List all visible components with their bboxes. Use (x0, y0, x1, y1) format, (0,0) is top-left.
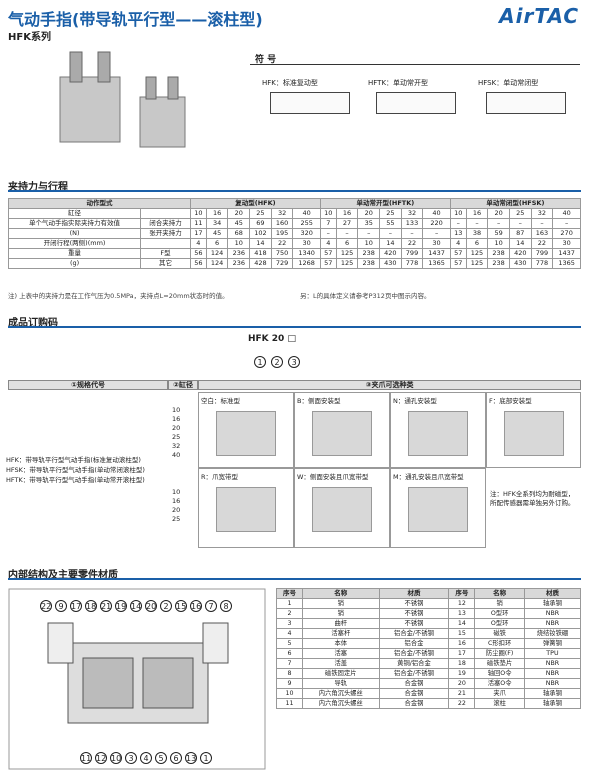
part-callout: 5 (155, 752, 167, 764)
symbol-label-hftk: HFTK：单动常开型 (368, 79, 429, 87)
part-callout: 12 (95, 752, 107, 764)
force-note-2: 另：L的具体定义请参考P312页中图示内容。 (300, 292, 431, 300)
spec-code-list: HFK：带导轨平行型气动手指(标准复动滚柱型) HFSK：带导轨平行型气动手指(… (6, 456, 145, 484)
part-callout: 13 (185, 752, 197, 764)
part-callout: 20 (145, 600, 157, 612)
order-bar-spec: ①规格代号 (8, 380, 168, 390)
order-note: 注：HFK全系列均为耐磁型，所配传感器需单独另外订购。 (490, 490, 575, 507)
symbol-hfk (270, 92, 350, 114)
order-heading: 成品订购码 (8, 318, 58, 329)
part-callout: 15 (175, 600, 187, 612)
order-num-2: 2 (271, 356, 284, 368)
order-num-3: 3 (288, 356, 301, 368)
part-callout: 4 (140, 752, 152, 764)
part-callout: 19 (115, 600, 127, 612)
part-callout: 18 (85, 600, 97, 612)
symbol-hftk (376, 92, 456, 114)
symbol-hfsk (486, 92, 566, 114)
jaw-type-standard: 空白：标准型 (198, 392, 294, 468)
symbol-label-hfk: HFK：标准复动型 (262, 79, 318, 87)
jaw-type-b: B：侧面安装型 (294, 392, 390, 468)
part-callout: 9 (55, 600, 67, 612)
series-name: HFK系列 (8, 32, 51, 43)
part-callout: 10 (110, 752, 122, 764)
part-callout: 21 (100, 600, 112, 612)
part-callout: 3 (125, 752, 137, 764)
symbols-heading: 符 号 (255, 55, 277, 65)
part-callout: 8 (220, 600, 232, 612)
part-callout: 11 (80, 752, 92, 764)
page-title: 气动手指(带导轨平行型——滚柱型) (8, 10, 263, 29)
jaw-type-f: F：底部安装型 (486, 392, 581, 468)
part-callout: 17 (70, 600, 82, 612)
symbol-label-hfsk: HFSK：单动常闭型 (478, 79, 539, 87)
jaw-type-w: W：侧面安装且爪宽带型 (294, 468, 390, 548)
parts-heading: 内部结构及主要零件材质 (8, 570, 118, 581)
part-callout: 6 (170, 752, 182, 764)
brand-logo: AirTAC (499, 4, 579, 28)
order-num-1: 1 (254, 356, 266, 368)
structure-diagram (8, 588, 266, 770)
product-photo (59, 51, 186, 148)
part-callout: 16 (190, 600, 202, 612)
part-callout: 22 (40, 600, 52, 612)
order-bar-jaw: ③夹爪可选种类 (198, 380, 581, 390)
order-code: HFK 20 □ (248, 334, 296, 344)
jaw-type-m: M：通孔安装且爪宽带型 (390, 468, 486, 548)
jaw-type-n: N：通孔安装型 (390, 392, 486, 468)
force-heading: 夹持力与行程 (8, 182, 68, 193)
part-callout: 2 (160, 600, 172, 612)
order-bar-bore: ②缸径 (168, 380, 198, 390)
force-note: 注) 上表中的夹持力是在工作气压为0.5MPa，夹持点L=20mm状态时的值。 (8, 292, 229, 300)
jaw-type-r: R：爪宽带型 (198, 468, 294, 548)
force-table: 动作型式 复动型(HFK) 单动常开型(HFTK) 单动常闭型(HFSK) 缸径… (7, 198, 582, 269)
part-callout: 14 (130, 600, 142, 612)
part-callout: 1 (200, 752, 212, 764)
part-callout: 7 (205, 600, 217, 612)
